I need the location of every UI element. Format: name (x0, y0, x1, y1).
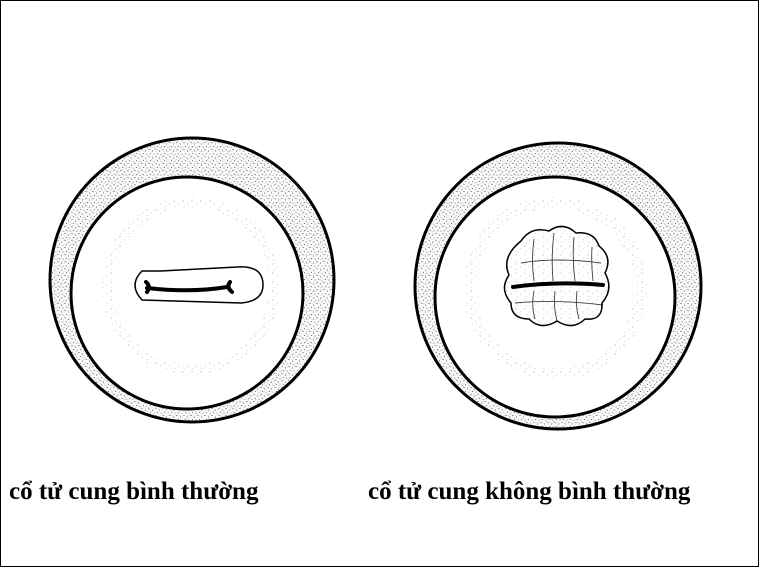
abnormal-cervix-caption: cổ tử cung không bình thường (368, 479, 690, 504)
abnormal-cervix-drawing (406, 136, 716, 446)
normal-cervix-drawing (41, 131, 341, 431)
normal-cervix-caption: cổ tử cung bình thường (9, 479, 258, 504)
cervix-illustration (1, 1, 758, 471)
